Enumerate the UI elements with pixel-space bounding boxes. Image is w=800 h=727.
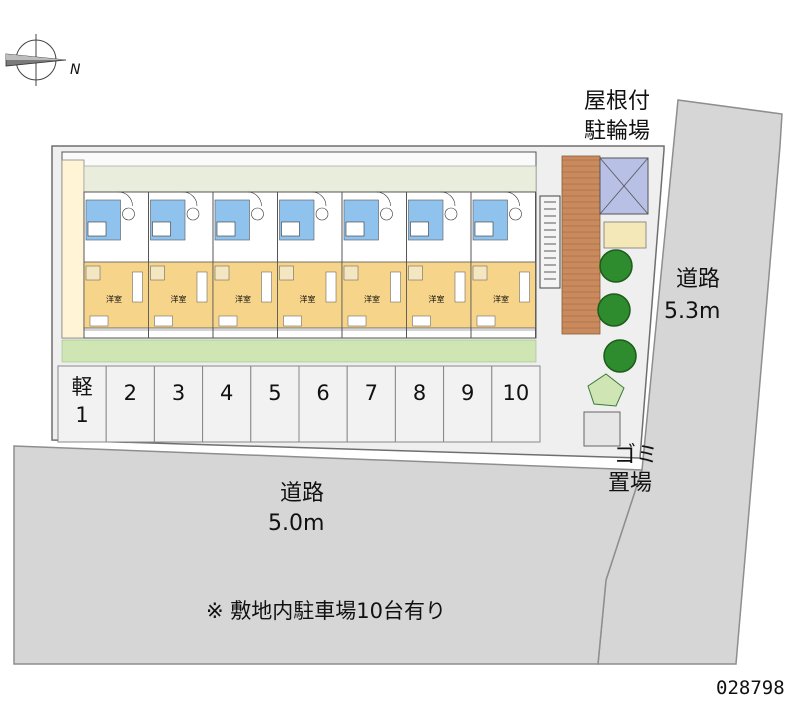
parking-space-number: 7 bbox=[365, 381, 378, 405]
parking-space: 7 bbox=[346, 365, 396, 443]
parking-note: ※ 敷地内駐車場10台有り bbox=[206, 599, 446, 623]
unit-room-label: 洋室 bbox=[493, 294, 509, 304]
parking-space: 4 bbox=[202, 365, 252, 443]
garbage-label-line1: ゴミ bbox=[614, 443, 658, 468]
unit-2: 洋室 bbox=[148, 191, 214, 339]
grass-strip bbox=[61, 339, 537, 363]
parking-space-number: 9 bbox=[461, 381, 474, 405]
compass-north-letter: N bbox=[70, 62, 81, 78]
parking-space-number: 5 bbox=[268, 381, 281, 405]
unit-1: 洋室 bbox=[83, 191, 149, 339]
bike-parking-label-line2: 駐輪場 bbox=[584, 119, 650, 144]
unit-5: 洋室 bbox=[341, 191, 407, 339]
parking-space-number: 2 bbox=[124, 381, 137, 405]
building-left-strip bbox=[61, 159, 85, 339]
apartment-units: 洋室 洋室 洋室 洋室 洋室 洋室 洋室 bbox=[83, 191, 536, 339]
parking-space: 軽1 bbox=[57, 365, 107, 443]
compass bbox=[5, 34, 67, 86]
property-code: 028798 bbox=[716, 677, 785, 699]
trees bbox=[587, 249, 637, 407]
staircase bbox=[539, 195, 561, 289]
parking-space-number: 4 bbox=[220, 381, 233, 405]
parking-space-number: 3 bbox=[172, 381, 185, 405]
parking-space-sub: 1 bbox=[75, 403, 88, 427]
unit-room-label: 洋室 bbox=[106, 294, 122, 304]
parking-space: 6 bbox=[298, 365, 348, 443]
brick-walkway bbox=[561, 155, 601, 335]
garbage-label-line2: 置場 bbox=[608, 471, 652, 496]
unit-room-label: 洋室 bbox=[235, 294, 251, 304]
parking-space: 2 bbox=[105, 365, 155, 443]
bike-parking-label-line1: 屋根付 bbox=[584, 89, 650, 114]
unit-4: 洋室 bbox=[277, 191, 343, 339]
parking-space: 9 bbox=[443, 365, 493, 443]
garbage-area-box bbox=[583, 411, 621, 447]
unit-3: 洋室 bbox=[212, 191, 278, 339]
road-south-width: 5.0m bbox=[268, 511, 324, 536]
parking-space: 3 bbox=[153, 365, 204, 443]
corridor bbox=[83, 165, 537, 193]
unit-6: 洋室 bbox=[406, 191, 472, 339]
unit-room-label: 洋室 bbox=[300, 294, 316, 304]
parking-space-number: 軽 bbox=[72, 375, 93, 399]
unit-room-label: 洋室 bbox=[364, 294, 380, 304]
roofed-bicycle-parking-area bbox=[599, 157, 649, 249]
unit-room-label: 洋室 bbox=[171, 294, 187, 304]
parking-space: 5 bbox=[250, 365, 300, 443]
parking-space-number: 10 bbox=[503, 381, 530, 405]
road-south-label-line1: 道路 bbox=[280, 481, 324, 506]
parking-space: 10 bbox=[491, 365, 541, 443]
unit-7: 洋室 bbox=[470, 191, 536, 339]
parking-space-number: 6 bbox=[316, 381, 329, 405]
parking-space-number: 8 bbox=[413, 381, 426, 405]
road-east-label-line1: 道路 bbox=[676, 267, 720, 292]
parking-space: 8 bbox=[394, 365, 445, 443]
road-south-surface bbox=[13, 445, 644, 665]
unit-room-label: 洋室 bbox=[429, 294, 445, 304]
road-east-width: 5.3m bbox=[664, 299, 720, 324]
